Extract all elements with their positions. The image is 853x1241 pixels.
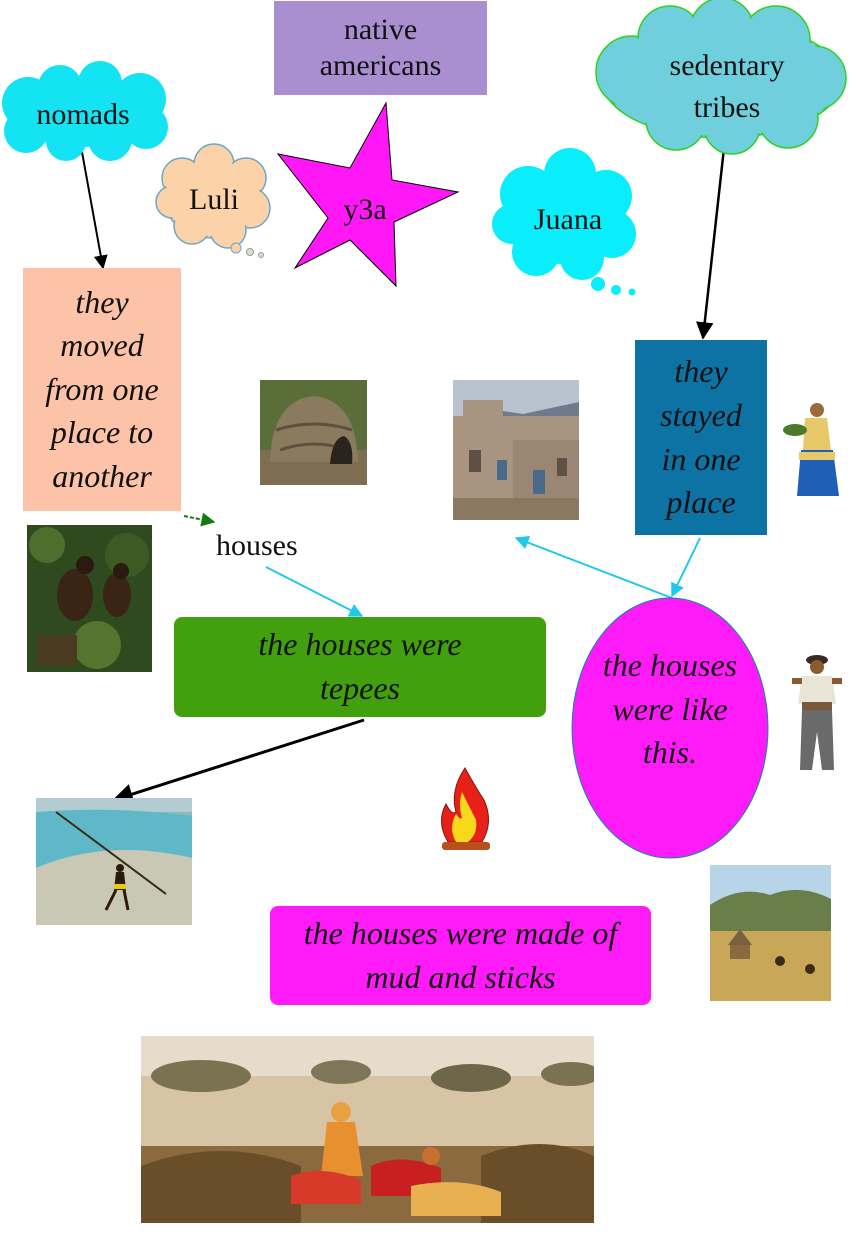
sedentary-tribes-label: sedentary tribes (669, 49, 785, 124)
arrow-nomads-to-moved (81, 151, 108, 270)
y3a-star (276, 101, 460, 288)
pueblo-photo (453, 380, 579, 520)
arrow-sedentary-to-stayed (696, 147, 726, 340)
sedentary-tribes-cloud (595, 0, 847, 155)
moved-label: they moved from one place to another (45, 283, 159, 494)
native-americans-label: native americans (319, 13, 442, 82)
native-americans-box: native americans (274, 1, 487, 95)
village-field-photo (710, 865, 831, 1001)
moved-box: they moved from one place to another (23, 268, 181, 511)
like-this-label: the houses were like this. (602, 647, 738, 771)
nomads-cloud (2, 61, 168, 161)
men-digging-photo (27, 525, 152, 672)
tepees-label: the houses were tepees (258, 626, 462, 706)
arrow-like-this-to-pueblo (514, 535, 673, 599)
arrow-houses-to-tepees (265, 566, 364, 617)
arrow-to-houses (183, 512, 216, 527)
tepees-box: the houses were tepees (174, 617, 546, 717)
hut-photo (260, 380, 367, 485)
stayed-box: they stayed in one place (635, 340, 767, 535)
man-figure (792, 655, 842, 770)
like-this-ellipse (571, 597, 769, 859)
nomads-label: nomads (36, 98, 130, 131)
campfire-icon (441, 767, 490, 850)
mud-box: the houses were made of mud and sticks (270, 906, 651, 1005)
arrow-tepees-to-fisher (111, 718, 365, 805)
luli-label: Luli (189, 183, 239, 216)
juana-label: Juana (533, 203, 603, 236)
desert-people-photo (141, 1036, 594, 1223)
mud-label: the houses were made of mud and sticks (303, 914, 618, 995)
juana-cloud (492, 148, 636, 296)
arrow-stayed-to-like-this (671, 537, 701, 598)
y3a-label: y3a (343, 193, 387, 226)
spear-fisher-photo (36, 798, 192, 925)
woman-basket-figure (783, 403, 839, 496)
houses-label: houses (216, 529, 298, 562)
luli-cloud (155, 143, 271, 258)
stayed-label: they stayed in one place (660, 353, 742, 521)
